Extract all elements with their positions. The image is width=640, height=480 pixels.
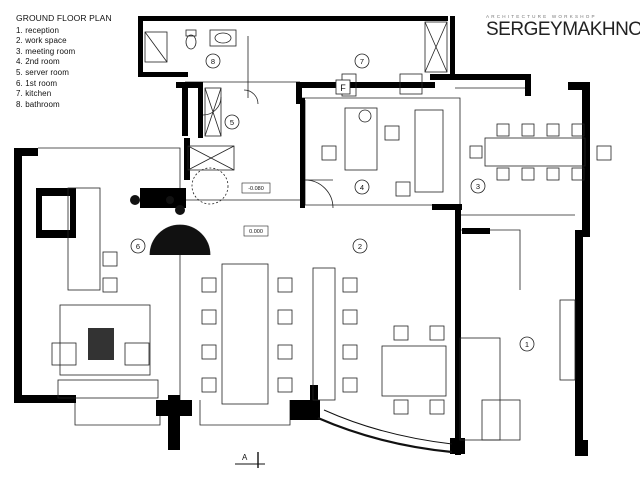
- room6-furniture: [51, 187, 159, 399]
- brand-subtitle: ARCHITECTURE WORKSHOP: [486, 14, 597, 19]
- plant-icon: [130, 195, 185, 215]
- legend-item-meeting-room: 3. meeting room: [16, 46, 76, 56]
- fridge-box: [335, 79, 351, 95]
- meeting-table: [469, 123, 612, 181]
- legend-item-server-room: 5. server room: [16, 67, 69, 77]
- legend-item-work-space: 2. work space: [16, 36, 67, 46]
- brand-block: ARCHITECTURE WORKSHOP SERGEYMAKHNO: [486, 14, 640, 40]
- room-tag-reception: 1: [525, 340, 529, 349]
- curved-facade: [317, 416, 453, 454]
- kitchen-counters: [341, 21, 448, 97]
- legend-item-bathroom: 8. bathroom: [16, 99, 60, 109]
- room-tag-1st-room: 6: [136, 242, 140, 251]
- legend-item-kitchen: 7. kitchen: [16, 89, 52, 99]
- room-tag-bathroom: 8: [211, 57, 215, 66]
- legend-item-reception: 1. reception: [16, 25, 60, 35]
- brand-name: SERGEYMAKHNO: [486, 19, 640, 40]
- door-swing-fill: [150, 225, 210, 255]
- section-marker: A: [235, 452, 265, 468]
- fridge-label: F: [340, 83, 346, 93]
- bathroom-fixtures: [144, 29, 237, 63]
- legend-item-2nd-room: 4. 2nd room: [16, 57, 60, 67]
- level-lower: -0.080: [248, 186, 264, 192]
- legend-title: GROUND FLOOR PLAN: [16, 13, 112, 23]
- room-tag-kitchen: 7: [360, 57, 364, 66]
- room-tags: 1 2 3 4 5 6 7 8: [130, 53, 535, 352]
- level-markers: -0.080 0.000: [241, 182, 271, 237]
- curved-facade-inner: [323, 409, 453, 445]
- room-tag-meeting-room: 3: [476, 182, 480, 191]
- room4-furniture: [321, 107, 444, 197]
- section-marker-label: A: [242, 453, 248, 462]
- rug: [88, 328, 114, 360]
- work-chairs: [201, 277, 445, 415]
- work-tables: [221, 263, 576, 441]
- room-tag-work-space: 2: [358, 242, 362, 251]
- room-tag-server-room: 5: [230, 118, 234, 127]
- level-main: 0.000: [249, 229, 263, 235]
- plan-legend: GROUND FLOOR PLAN 1. reception 2. work s…: [16, 13, 112, 110]
- legend-item-1st-room: 6. 1st room: [16, 78, 58, 88]
- walls: [14, 16, 590, 456]
- server-racks: [187, 87, 235, 205]
- room-tag-2nd-room: 4: [360, 183, 364, 192]
- wall-void: [42, 196, 70, 230]
